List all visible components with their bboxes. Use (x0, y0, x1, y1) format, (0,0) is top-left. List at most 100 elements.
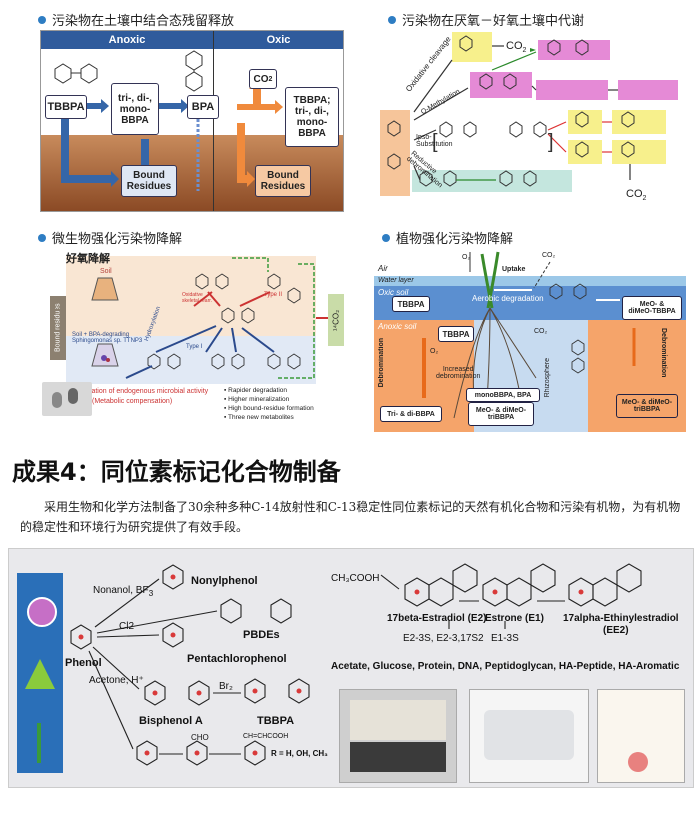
co2-anoxic-label: CO₂ (534, 328, 548, 335)
meo-tribbpa-right-box: MeO- & diMeO- triBBPA (616, 394, 678, 418)
panel4-figure: Air Water layer Oxic soil O₂ CO₂ Uptake … (374, 248, 686, 432)
water-layer (374, 276, 686, 286)
bullet-icon (38, 15, 46, 24)
debromination-left-label: Debromination (378, 338, 385, 388)
reaction-scheme (70, 563, 642, 766)
panel3-figure: 好氧降解 Bound residues ¹⁴CO₂ (36, 248, 346, 428)
bullet-icon (388, 15, 396, 24)
estradiol-label: 17beta-Estradiol (E2) (387, 613, 487, 624)
anoxic-soil-label: Anoxic soil (378, 322, 417, 331)
isotope-synthesis-panel: Phenol Nonanol, BF3 Nonylphenol Cl2 PBDE… (8, 548, 694, 788)
panel3-pathways (50, 257, 328, 379)
panel4-diagram (422, 251, 636, 419)
tbbpa-oxic-box: TBBPA (392, 296, 430, 312)
br2-reagent: Br₂ (219, 681, 233, 692)
meo-tribbpa-box: MeO- & diMeO- triBBPA (468, 402, 534, 426)
panel1-figure: Anoxic Oxic (40, 30, 344, 212)
panel2-figure: [ ] CO2 CO2 Oxidative cleavage O-Methyla… (380, 30, 680, 210)
co2-top-label: CO₂ (542, 252, 556, 259)
ipso-substitution-label: Ipso- Substitution (416, 134, 453, 148)
rhizosphere-label: Rhizosphere (544, 358, 551, 398)
bpa-box: BPA (187, 95, 219, 119)
aerobic-degradation-label: Aerobic degradation (472, 294, 544, 303)
labeled-compound-list: Acetate, Glucose, Protein, DNA, Peptidog… (331, 661, 680, 672)
estrone-label: Estrone (E1) (485, 613, 544, 624)
strain-label: Soil + BPA-degrading Sphingomonas sp. TT… (72, 332, 143, 344)
co2-label-bottom: CO2 (626, 188, 647, 203)
outcome-list: ▪ Rapider degradation ▪ Higher mineraliz… (224, 386, 314, 422)
mono-bpa-box: monoBBPA, BPA (466, 388, 540, 402)
phenol-label: Phenol (65, 657, 102, 669)
erlenmeyer-icon (25, 659, 55, 689)
anoxic-header: Anoxic (41, 31, 213, 49)
cho-label: CHO (191, 733, 209, 742)
plant-icon (37, 723, 41, 763)
outcome-item: ▪ Higher mineralization (224, 396, 290, 403)
svg-text:[: [ (432, 131, 438, 153)
panel4-caption: 植物强化污染物降解 (382, 228, 513, 247)
type1-label: Type I (186, 344, 203, 350)
increased-debromination-label: Increased debromination (436, 366, 481, 380)
air-layer (374, 248, 686, 276)
o2-top-label: O₂ (462, 254, 471, 261)
estrone-derivatives: E1-3S (491, 633, 519, 644)
tbbpa-label: TBBPA (257, 715, 295, 727)
acetic-acid-label: CH₃COOH (331, 573, 380, 584)
nonanol-reagent: Nonanol, BF3 (93, 585, 154, 598)
soil-label: Soil (100, 268, 112, 275)
oxic-header: Oxic (214, 31, 343, 49)
meo-tbbpa-box: MeO- & diMeO-TBBPA (622, 296, 682, 320)
bisphenol-a-label: Bisphenol A (139, 715, 203, 727)
cl2-reagent: Cl2 (119, 621, 135, 632)
estradiol-derivatives: E2-3S, E2-3,17S2 (403, 633, 484, 644)
outcome-item: ▪ High bound-residue formation (224, 405, 314, 412)
o2-anoxic-label: O₂ (430, 348, 439, 355)
nonylphenol-label: Nonylphenol (191, 575, 258, 587)
tri-di-mono-bbpa-box: tri-, di-, mono- BBPA (111, 83, 159, 135)
co2-label-top: CO2 (506, 40, 527, 55)
panel1-caption: 污染物在土壤中结合态残留释放 (38, 10, 234, 29)
section-paragraph: 采用生物和化学方法制备了30余种多种C-14放射性和C-13稳定性同位素标记的天… (20, 500, 681, 534)
r-group-note: R = H, OH, CH₃ (271, 749, 328, 758)
pentachlorophenol-label: Pentachlorophenol (187, 653, 287, 665)
tbbpa-box: TBBPA (45, 95, 87, 119)
lab-icon-column (17, 573, 63, 773)
tbbpa-tri-box: TBBPA; tri-, di-, mono- BBPA (285, 87, 339, 147)
outcome-item: ▪ Rapider degradation (224, 387, 288, 394)
patent-certificate-photo (597, 689, 685, 783)
panel1-arrows (54, 50, 283, 191)
section-title: 成果4：同位素标记化合物制备 (12, 458, 341, 486)
type2-label: Type II (264, 292, 283, 298)
analyzer-photo (469, 689, 589, 783)
acetone-reagent: Acetone, H⁺ (89, 675, 144, 686)
bullet-icon (382, 233, 390, 242)
water-layer-label: Water layer (378, 277, 414, 284)
divider-line (213, 31, 214, 211)
scintillation-counter-photo (339, 689, 457, 783)
panel3-caption: 微生物强化污染物降解 (38, 228, 182, 247)
pbdes-label: PBDEs (243, 629, 280, 641)
tri-di-bbpa-box: Tri- & di-BBPA (380, 406, 442, 422)
panel2-pathways: [ ] (380, 32, 678, 196)
ethinylestradiol-abbr: (EE2) (603, 625, 629, 636)
ch-chcooh-label: CH=CHCOOH (243, 733, 289, 740)
svg-text:]: ] (548, 131, 554, 153)
bound-residues-anoxic: Bound Residues (121, 165, 177, 197)
tbbpa-anoxic-box: TBBPA (438, 326, 474, 342)
petri-photo (42, 382, 92, 416)
bullet-icon (38, 233, 46, 242)
metabolic-compensation-label: (Metabolic compensation) (92, 398, 173, 405)
flask-icon (27, 597, 57, 627)
debromination-right-label: Debromination (660, 328, 667, 378)
oxidative-skeletal-label: Oxidative skeletal rearr. (182, 292, 213, 304)
bound-residues-oxic: Bound Residues (255, 165, 311, 197)
outcome-item: ▪ Three new metabolites (224, 414, 294, 421)
oxic-soil-label: Oxic soil (378, 288, 409, 297)
aerobic-title: 好氧降解 (66, 252, 110, 265)
ethinylestradiol-label: 17alpha-Ethinylestradiol (563, 613, 679, 624)
panel2-caption: 污染物在厌氧－好氧土壤中代谢 (388, 10, 584, 29)
stimulation-label: Stimulation of endogenous microbial acti… (72, 388, 209, 395)
air-label: Air (378, 264, 388, 273)
uptake-label: Uptake (502, 266, 526, 273)
